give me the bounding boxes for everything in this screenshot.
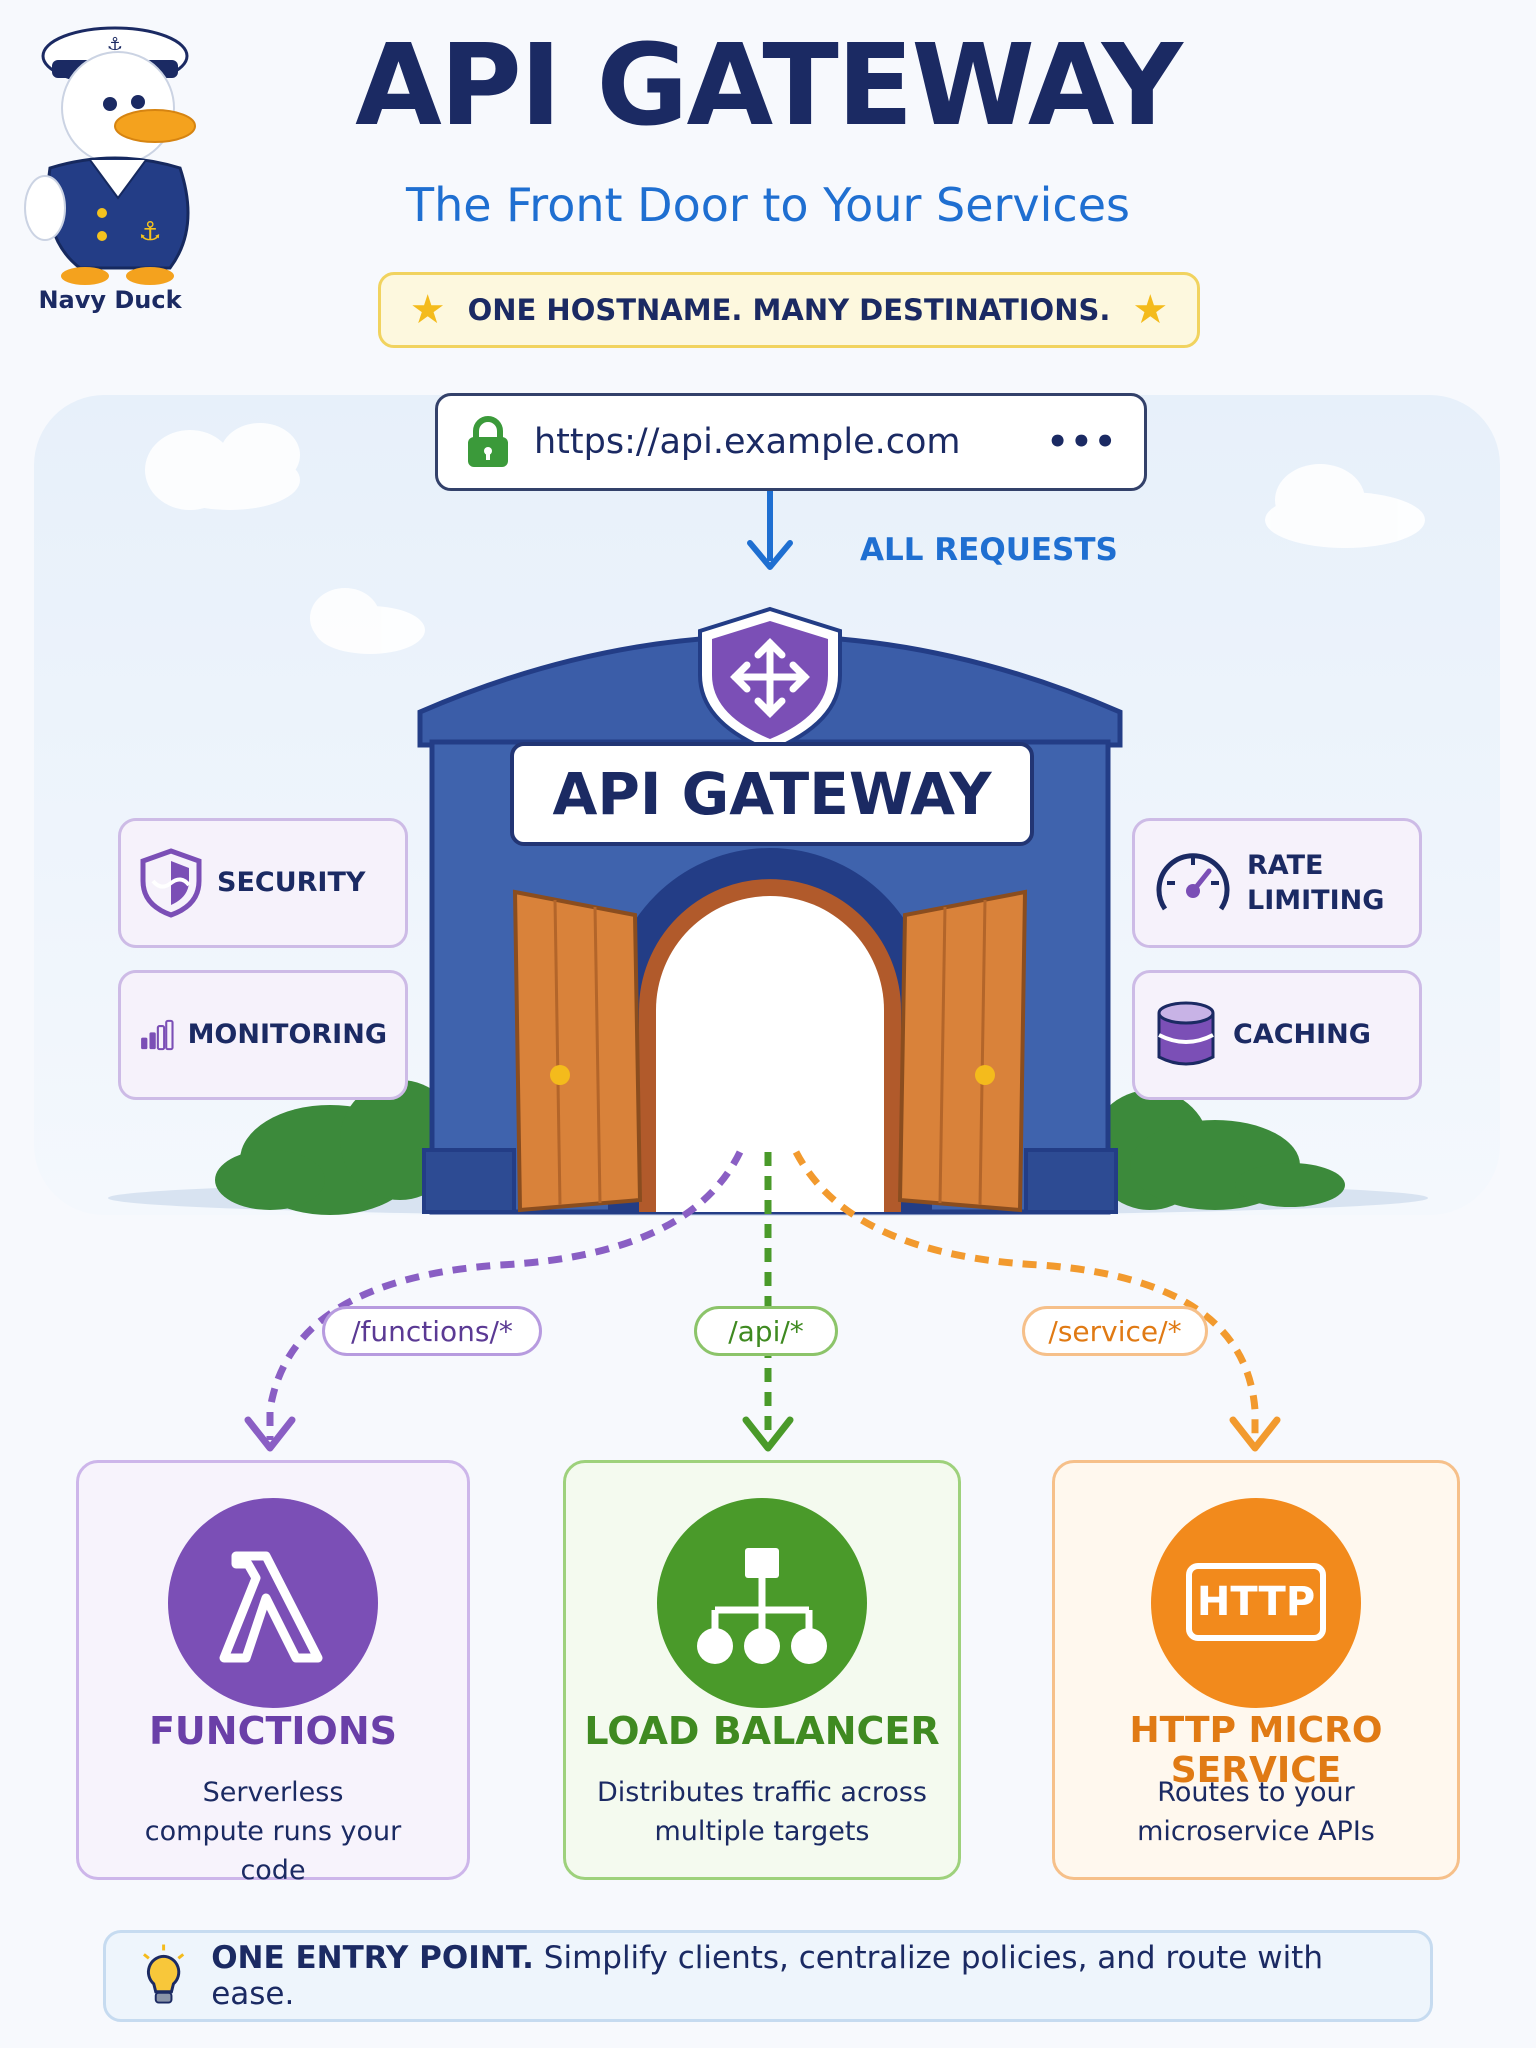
- lightbulb-icon: [143, 1944, 185, 2004]
- footer-text: Simplify clients, centralize policies, a…: [211, 1940, 1323, 2012]
- route-label-api: /api/*: [694, 1306, 838, 1356]
- bush-icon: [215, 1080, 1345, 1215]
- card-title: FUNCTIONS: [148, 1709, 398, 1753]
- navy-duck-mascot: ⚓ ⚓: [24, 26, 196, 285]
- more-options-icon[interactable]: •••: [1046, 422, 1118, 462]
- card-title: HTTP MICRO SERVICE: [1129, 1710, 1383, 1791]
- star-icon: ★: [1132, 287, 1169, 333]
- http-icon-text: HTTP: [1186, 1563, 1326, 1641]
- feature-monitoring: MONITORING: [118, 970, 408, 1100]
- database-icon: [1157, 1001, 1215, 1066]
- feature-security: SECURITY: [118, 818, 408, 948]
- svg-text:⚓: ⚓: [138, 217, 161, 247]
- feature-rate-limiting: RATE LIMITING: [1132, 818, 1422, 948]
- footer-banner: ONE ENTRY POINT. Simplify clients, centr…: [103, 1930, 1433, 2022]
- feature-label: SECURITY: [217, 867, 366, 899]
- http-icon: HTTP: [1151, 1498, 1361, 1708]
- card-description: Distributes traffic across multiple targ…: [597, 1777, 927, 1848]
- request-arrow: [747, 491, 793, 570]
- url-bar[interactable]: https://api.example.com •••: [435, 393, 1147, 491]
- feature-label: RATE LIMITING: [1247, 849, 1385, 916]
- card-description: Serverless compute runs your code: [144, 1777, 402, 1887]
- mascot-label: Navy Duck: [38, 286, 182, 314]
- url-text: https://api.example.com: [534, 422, 961, 462]
- route-label-service: /service/*: [1022, 1306, 1208, 1356]
- lambda-icon: [168, 1498, 378, 1708]
- routing-shield-icon: [698, 606, 842, 754]
- tagline-text: ONE HOSTNAME. MANY DESTINATIONS.: [467, 293, 1111, 327]
- feature-label: CACHING: [1233, 1019, 1371, 1051]
- lock-icon: [468, 416, 508, 467]
- tagline-banner: ★ ONE HOSTNAME. MANY DESTINATIONS. ★: [378, 272, 1200, 348]
- shield-icon: [140, 848, 202, 918]
- card-title: LOAD BALANCER: [584, 1709, 940, 1753]
- card-functions: FUNCTIONS Serverless compute runs your c…: [76, 1460, 470, 1886]
- bar-chart-icon: [141, 1019, 174, 1051]
- gauge-icon: [1156, 853, 1230, 911]
- gateway-sign: API GATEWAY: [510, 742, 1034, 846]
- feature-caching: CACHING: [1132, 970, 1422, 1100]
- all-requests-label: ALL REQUESTS: [860, 532, 1118, 568]
- network-tree-icon: [657, 1498, 867, 1708]
- cloud-icon: [145, 423, 1425, 654]
- svg-text:⚓: ⚓: [107, 34, 123, 55]
- route-label-functions: /functions/*: [322, 1306, 542, 1356]
- card-description: Routes to your microservice APIs: [1137, 1777, 1375, 1848]
- page-title: API GATEWAY: [355, 21, 1183, 151]
- card-load-balancer: LOAD BALANCER Distributes traffic across…: [563, 1460, 961, 1880]
- card-http-micro-service: HTTP HTTP MICRO SERVICE Routes to your m…: [1052, 1460, 1460, 1880]
- star-icon: ★: [409, 287, 446, 333]
- feature-label: MONITORING: [187, 1019, 387, 1051]
- page-subtitle: The Front Door to Your Services: [406, 178, 1130, 232]
- footer-emphasis: ONE ENTRY POINT.: [211, 1940, 534, 1976]
